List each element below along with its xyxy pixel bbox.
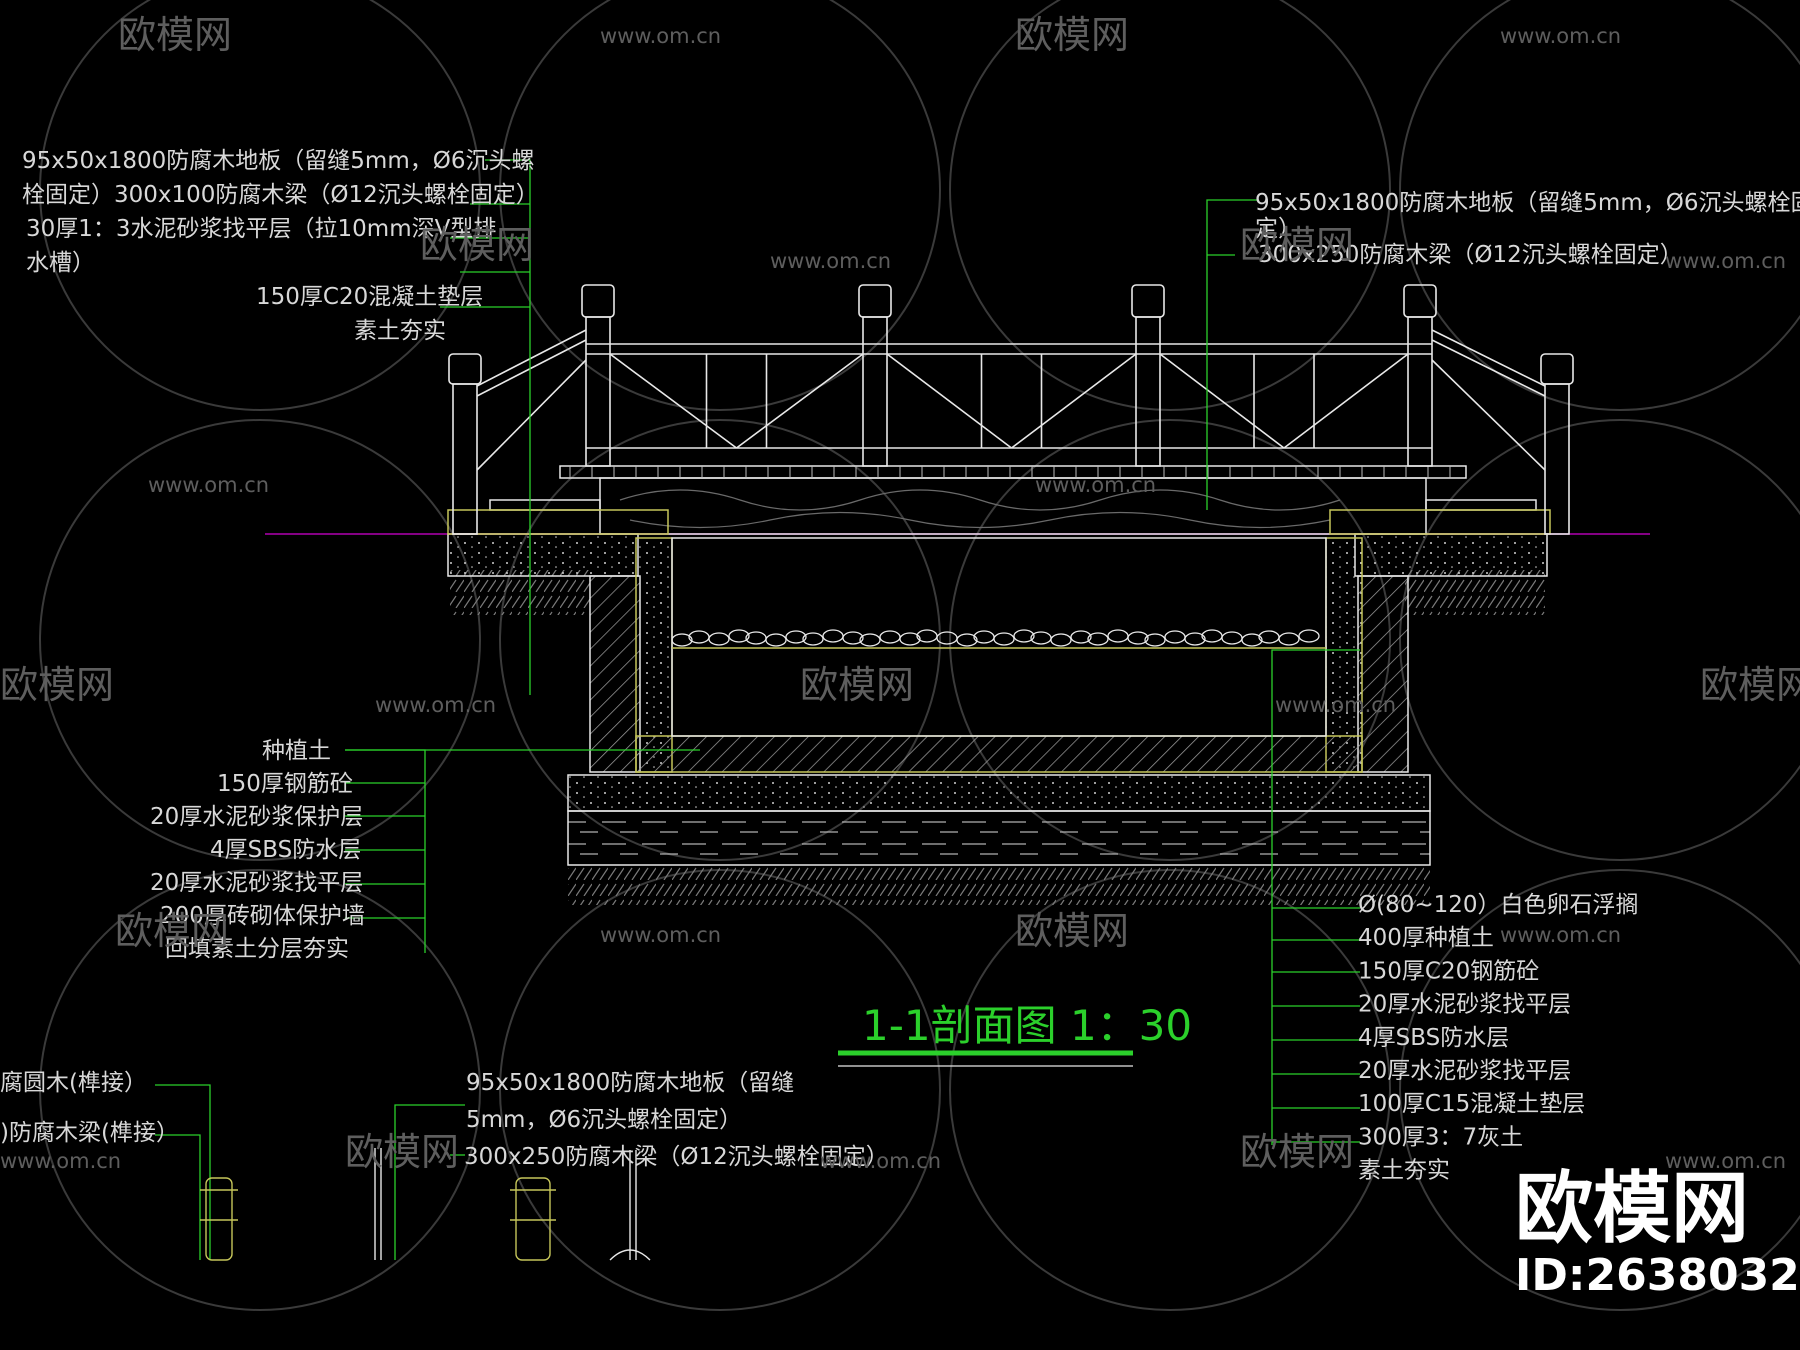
watermark-circle — [1399, 0, 1800, 411]
watermark-logo: 欧模网 — [1240, 1130, 1354, 1174]
bridge-step-left — [489, 499, 601, 511]
watermark-url: www.om.cn — [1500, 923, 1621, 947]
leader-lines — [155, 159, 1360, 1260]
foundation-lime-soil — [567, 810, 1431, 866]
watermark-logo: 欧模网 — [1015, 13, 1129, 57]
watermark-url: www.om.cn — [1665, 1149, 1786, 1173]
watermark-logo: 欧模网 — [118, 13, 232, 57]
callout-label: 4厚SBS防水层 — [210, 837, 361, 863]
watermark-circle — [1399, 869, 1800, 1311]
watermark-texts: 欧模网欧模网欧模网欧模网欧模网欧模网欧模网欧模网欧模网欧模网欧模网www.om.… — [0, 13, 1800, 1174]
callout-label: 4厚SBS防水层 — [1358, 1025, 1509, 1051]
callout-label: 200厚砖砌体保护墙 — [160, 903, 365, 929]
watermark-circle — [499, 0, 941, 411]
callout-label: 20厚水泥砂浆找平层 — [1358, 992, 1571, 1018]
watermark-url: www.om.cn — [1275, 693, 1396, 717]
callout-label: Ø(80~120）白色卵石浮搁 — [1358, 892, 1639, 918]
callout-label: 95x50x1800防腐木地板（留缝5mm，Ø6沉头螺栓固 — [1255, 190, 1800, 216]
callout-label: 300x250防腐木梁（Ø12沉头螺栓固定） — [464, 1144, 889, 1170]
deck-wood-grain — [619, 489, 1341, 529]
callouts-bottom-mid: 95x50x1800防腐木地板（留缝 5mm，Ø6沉头螺栓固定） 300x250防腐… — [464, 1070, 889, 1170]
callout-label: 20厚水泥砂浆找平层 — [150, 870, 363, 896]
callouts-right: Ø(80~120）白色卵石浮搁 400厚种植土 150厚C20钢筋砼 20厚水泥砂浆找… — [1358, 892, 1639, 1184]
watermark-url: www.om.cn — [770, 249, 891, 273]
ground-hatch-left — [450, 570, 590, 615]
callout-label: 腐圆木(榫接） — [0, 1070, 147, 1096]
callout-label: 300厚3：7灰土 — [1358, 1124, 1523, 1150]
callout-label: 20厚水泥砂浆找平层 — [1358, 1058, 1571, 1084]
callout-label: 栓固定）300x100防腐木梁（Ø12沉头螺栓固定） — [22, 182, 539, 208]
callout-label: 水槽） — [26, 250, 95, 276]
watermark-url: www.om.cn — [600, 923, 721, 947]
watermark-logo: 欧模网 — [1015, 909, 1129, 953]
watermark-url: www.om.cn — [375, 693, 496, 717]
ground-slab-right — [1354, 533, 1548, 577]
partial-elevations — [200, 1148, 651, 1261]
callout-label: 95x50x1800防腐木地板（留缝 — [466, 1070, 794, 1096]
callout-label: 回填素土分层夯实 — [165, 936, 349, 962]
planter-inner — [671, 537, 1327, 737]
bridge-railing — [448, 284, 1574, 535]
callout-label: 100厚C15混凝土垫层 — [1358, 1091, 1585, 1117]
callout-label: 150厚C20混凝土垫层 — [256, 284, 483, 310]
foundation-concrete — [567, 774, 1431, 812]
watermark-url: www.om.cn — [1500, 24, 1621, 48]
watermark-url: www.om.cn — [1035, 473, 1156, 497]
bridge-deck-top — [559, 465, 1467, 479]
callouts-bottom-left: 腐圆木(榫接） )防腐木梁(榫接） — [0, 1070, 179, 1146]
watermark-url: www.om.cn — [0, 1149, 121, 1173]
planter-wall-left — [589, 575, 641, 773]
callout-label: 30厚1：3水泥砂浆找平层（拉10mm深V型排 — [26, 216, 496, 242]
watermark-url: www.om.cn — [148, 473, 269, 497]
callout-label: 素土夯实 — [354, 318, 446, 344]
watermark-logo: 欧模网 — [115, 909, 229, 953]
watermark-logo: 欧模网 — [1700, 663, 1800, 707]
callouts-top-right: 95x50x1800防腐木地板（留缝5mm，Ø6沉头螺栓固定）300x250防腐… — [1255, 190, 1800, 268]
callout-label: 5mm，Ø6沉头螺栓固定） — [466, 1107, 742, 1133]
callout-label: 300x250防腐木梁（Ø12沉头螺栓固定） — [1258, 242, 1683, 268]
watermark-logo: 欧模网 — [345, 1130, 459, 1174]
watermark-url: www.om.cn — [600, 24, 721, 48]
callouts-top-left: 95x50x1800防腐木地板（留缝5mm，Ø6沉头螺栓固定）300x100防腐… — [22, 148, 539, 344]
callout-label: 定） — [1255, 216, 1301, 242]
callout-label: 400厚种植土 — [1358, 925, 1494, 951]
planter-wall-right — [1357, 575, 1409, 773]
planter-base-slab — [635, 735, 1363, 773]
watermark-circle — [39, 0, 481, 411]
watermark-logo: 欧模网 — [1240, 223, 1354, 267]
watermark-circle — [39, 869, 481, 1311]
callout-label: 150厚钢筋砼 — [217, 771, 353, 797]
callouts-mid-left: 种植土 150厚钢筋砼 20厚水泥砂浆保护层 4厚SBS防水层 20厚水泥砂浆找平层 20… — [150, 738, 365, 962]
image-id-label: ID:2638032 — [1515, 1250, 1800, 1301]
deck-planks — [569, 466, 1451, 478]
waterproof-layer-right — [1325, 537, 1363, 773]
watermark-url: www.om.cn — [1665, 249, 1786, 273]
watermark-logo: 欧模网 — [800, 663, 914, 707]
watermark-circles — [39, 0, 1800, 1311]
bridge-base-left — [447, 509, 669, 535]
drawing-title: 1-1剖面图 1：30 — [862, 1001, 1192, 1050]
callout-label: 20厚水泥砂浆保护层 — [150, 804, 363, 830]
watermark-circle — [949, 0, 1391, 411]
bridge-base-right — [1329, 509, 1551, 535]
callout-label: 种植土 — [262, 738, 331, 764]
ground-hatch-right — [1405, 570, 1545, 615]
pebble-layer — [671, 629, 1320, 647]
ground-slab-left — [447, 533, 639, 577]
callout-label: 150厚C20钢筋砼 — [1358, 958, 1539, 984]
compacted-soil — [568, 865, 1430, 905]
watermark-logo: 欧模网 — [0, 663, 114, 707]
brand-logo-text: 欧模网 — [1515, 1164, 1749, 1254]
watermark-url: www.om.cn — [820, 1149, 941, 1173]
callout-label: 素土夯实 — [1358, 1158, 1450, 1184]
watermark-logo: 欧模网 — [420, 223, 534, 267]
watermark-circle — [1399, 419, 1800, 861]
watermark-circle — [39, 419, 481, 861]
callout-label: 95x50x1800防腐木地板（留缝5mm，Ø6沉头螺 — [22, 148, 534, 174]
callout-label: )防腐木梁(榫接） — [0, 1120, 179, 1146]
